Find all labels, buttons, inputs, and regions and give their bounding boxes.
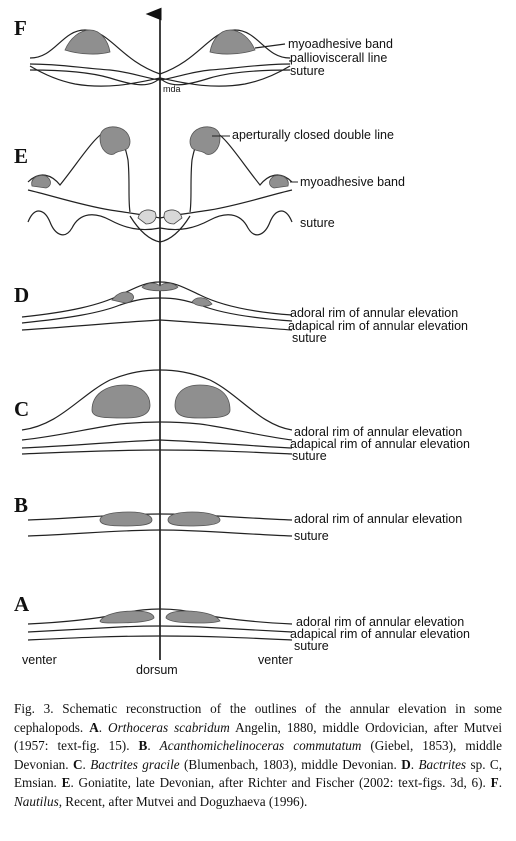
f-label-pallioviscerall: pallioviscerall line (290, 51, 387, 65)
dorsum-label: dorsum (136, 663, 178, 677)
mda-label: mda (163, 84, 181, 94)
aperturally-closed-lobe-right (189, 126, 221, 155)
panel-letter-c: C (14, 397, 29, 421)
c-blob-right (174, 384, 231, 419)
myoadhesive-band-e-left (31, 175, 51, 189)
panel-letter-f: F (14, 16, 27, 40)
figure-caption: Fig. 3. Schematic reconstruction of the … (14, 701, 503, 809)
panel-letter-a: A (14, 592, 30, 616)
e-label-double-line: aperturally closed double line (232, 128, 394, 142)
myoadhesive-band-right (209, 29, 256, 55)
venter-right-label: venter (258, 653, 293, 667)
annular-elevation-diagram: F mda myoadhesive band pallioviscerall l… (14, 7, 470, 677)
panel-letter-b: B (14, 493, 28, 517)
panel-letter-d: D (14, 283, 29, 307)
panel-d: D adoral rim of annular elevation adapic… (14, 281, 468, 345)
myoadhesive-band-e-right (269, 175, 289, 189)
d-label-suture: suture (292, 331, 327, 345)
panel-b: B adoral rim of annular elevation suture (14, 493, 462, 543)
b-label-suture: suture (294, 529, 329, 543)
a-label-adoral: adoral rim of annular elevation (296, 615, 464, 629)
panel-a: A adoral rim of annular elevation adapic… (14, 592, 470, 653)
panel-e: E aperturally closed double line myoadhe… (14, 126, 405, 243)
venter-left-label: venter (22, 653, 57, 667)
myoadhesive-band-left (64, 29, 111, 55)
c-label-adoral: adoral rim of annular elevation (294, 425, 462, 439)
d-label-adapical: adapical rim of annular elevation (288, 319, 468, 333)
c-blob-left (91, 384, 151, 419)
c-label-adapical: adapical rim of annular elevation (290, 437, 470, 451)
e-label-myoadhesive: myoadhesive band (300, 175, 405, 189)
b-label-adoral: adoral rim of annular elevation (294, 512, 462, 526)
panel-letter-e: E (14, 144, 28, 168)
a-label-adapical: adapical rim of annular elevation (290, 627, 470, 641)
f-label-myoadhesive: myoadhesive band (288, 37, 393, 51)
c-label-suture: suture (292, 449, 327, 463)
d-label-adoral: adoral rim of annular elevation (290, 306, 458, 320)
panel-f: F mda myoadhesive band pallioviscerall l… (14, 16, 393, 94)
a-label-suture: suture (294, 639, 329, 653)
aperturally-closed-lobe-left (99, 126, 131, 155)
f-label-suture: suture (290, 64, 325, 78)
panel-c: C adoral rim of annular elevation adapic… (14, 369, 470, 463)
e-label-suture: suture (300, 216, 335, 230)
